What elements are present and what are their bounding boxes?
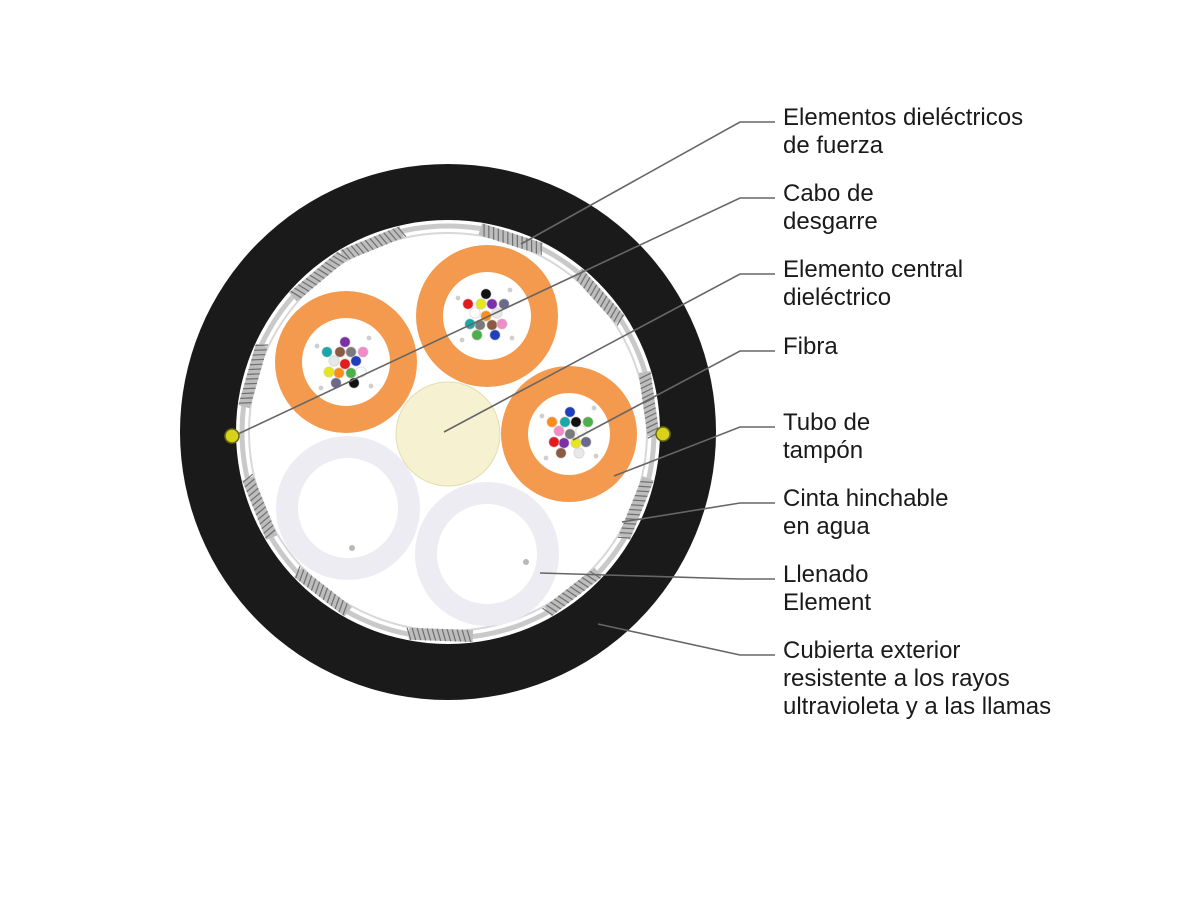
- optical-fiber: [553, 425, 565, 437]
- gel-dot: [366, 335, 372, 341]
- buffer-tube-left: [275, 291, 417, 433]
- optical-fiber: [564, 428, 576, 440]
- strength-member: [242, 473, 278, 540]
- gel-dot: [591, 405, 597, 411]
- leader-line-jacket: [597, 623, 775, 656]
- ripcord-right: [655, 426, 671, 442]
- optical-fiber: [580, 436, 592, 448]
- optical-fiber: [496, 318, 508, 330]
- optical-fiber: [469, 307, 481, 319]
- leader-line-fiber: [572, 350, 775, 441]
- optical-fiber: [471, 329, 483, 341]
- gel-dot: [314, 343, 320, 349]
- leader-line-tape: [621, 502, 775, 523]
- central-dielectric-member: [395, 381, 501, 487]
- optical-fiber: [486, 298, 498, 310]
- optical-fiber: [345, 346, 357, 358]
- gel-dot: [455, 295, 461, 301]
- strength-member: [238, 343, 269, 409]
- optical-fiber: [357, 346, 369, 358]
- optical-fiber: [486, 319, 498, 331]
- optical-fiber: [558, 437, 570, 449]
- buffer-tube-right: [501, 366, 637, 502]
- optical-fiber: [345, 367, 357, 379]
- strength-members: [238, 223, 660, 643]
- gel-dot: [539, 413, 545, 419]
- strength-member: [542, 567, 602, 617]
- strength-member: [573, 268, 625, 326]
- leader-line-tube: [613, 426, 775, 477]
- optical-fiber: [321, 346, 333, 358]
- strength-member: [617, 476, 654, 540]
- ripcord-left: [224, 428, 240, 444]
- optical-fiber: [323, 366, 335, 378]
- optical-fiber: [333, 367, 345, 379]
- leader-line-strength: [520, 121, 775, 245]
- optical-fiber: [564, 406, 576, 418]
- gel-dot: [318, 385, 324, 391]
- optical-fiber: [555, 447, 567, 459]
- optical-fiber: [462, 298, 474, 310]
- optical-fiber: [475, 298, 487, 310]
- leader-lines: [237, 121, 775, 656]
- gel-dot: [509, 335, 515, 341]
- filler-element-right: [415, 482, 559, 626]
- optical-fiber: [334, 346, 346, 358]
- optical-fiber: [480, 288, 492, 300]
- gel-dot: [368, 383, 374, 389]
- optical-fiber: [573, 447, 585, 459]
- strength-member: [289, 251, 348, 302]
- optical-fiber: [489, 329, 501, 341]
- leader-line-filler: [539, 572, 775, 580]
- filler-element-left: [276, 436, 420, 580]
- leader-line-ripcord: [237, 197, 775, 435]
- strength-member: [294, 566, 352, 617]
- optical-fiber: [546, 416, 558, 428]
- optical-fiber: [548, 436, 560, 448]
- optical-fiber: [570, 416, 582, 428]
- label-fiber: Fibra: [783, 333, 838, 360]
- optical-fiber: [559, 416, 571, 428]
- strength-member: [406, 627, 474, 643]
- gel-dot: [507, 287, 513, 293]
- leader-line-central: [443, 273, 775, 433]
- gel-dot: [593, 453, 599, 459]
- strength-member: [340, 226, 407, 262]
- optical-fiber: [339, 336, 351, 348]
- gel-dot: [543, 455, 549, 461]
- optical-fiber: [339, 358, 351, 370]
- optical-fiber: [582, 416, 594, 428]
- buffer-tube-top: [416, 245, 558, 387]
- optical-fiber: [350, 355, 362, 367]
- gel-dot: [459, 337, 465, 343]
- optical-fiber: [570, 437, 582, 449]
- optical-fiber: [328, 355, 340, 367]
